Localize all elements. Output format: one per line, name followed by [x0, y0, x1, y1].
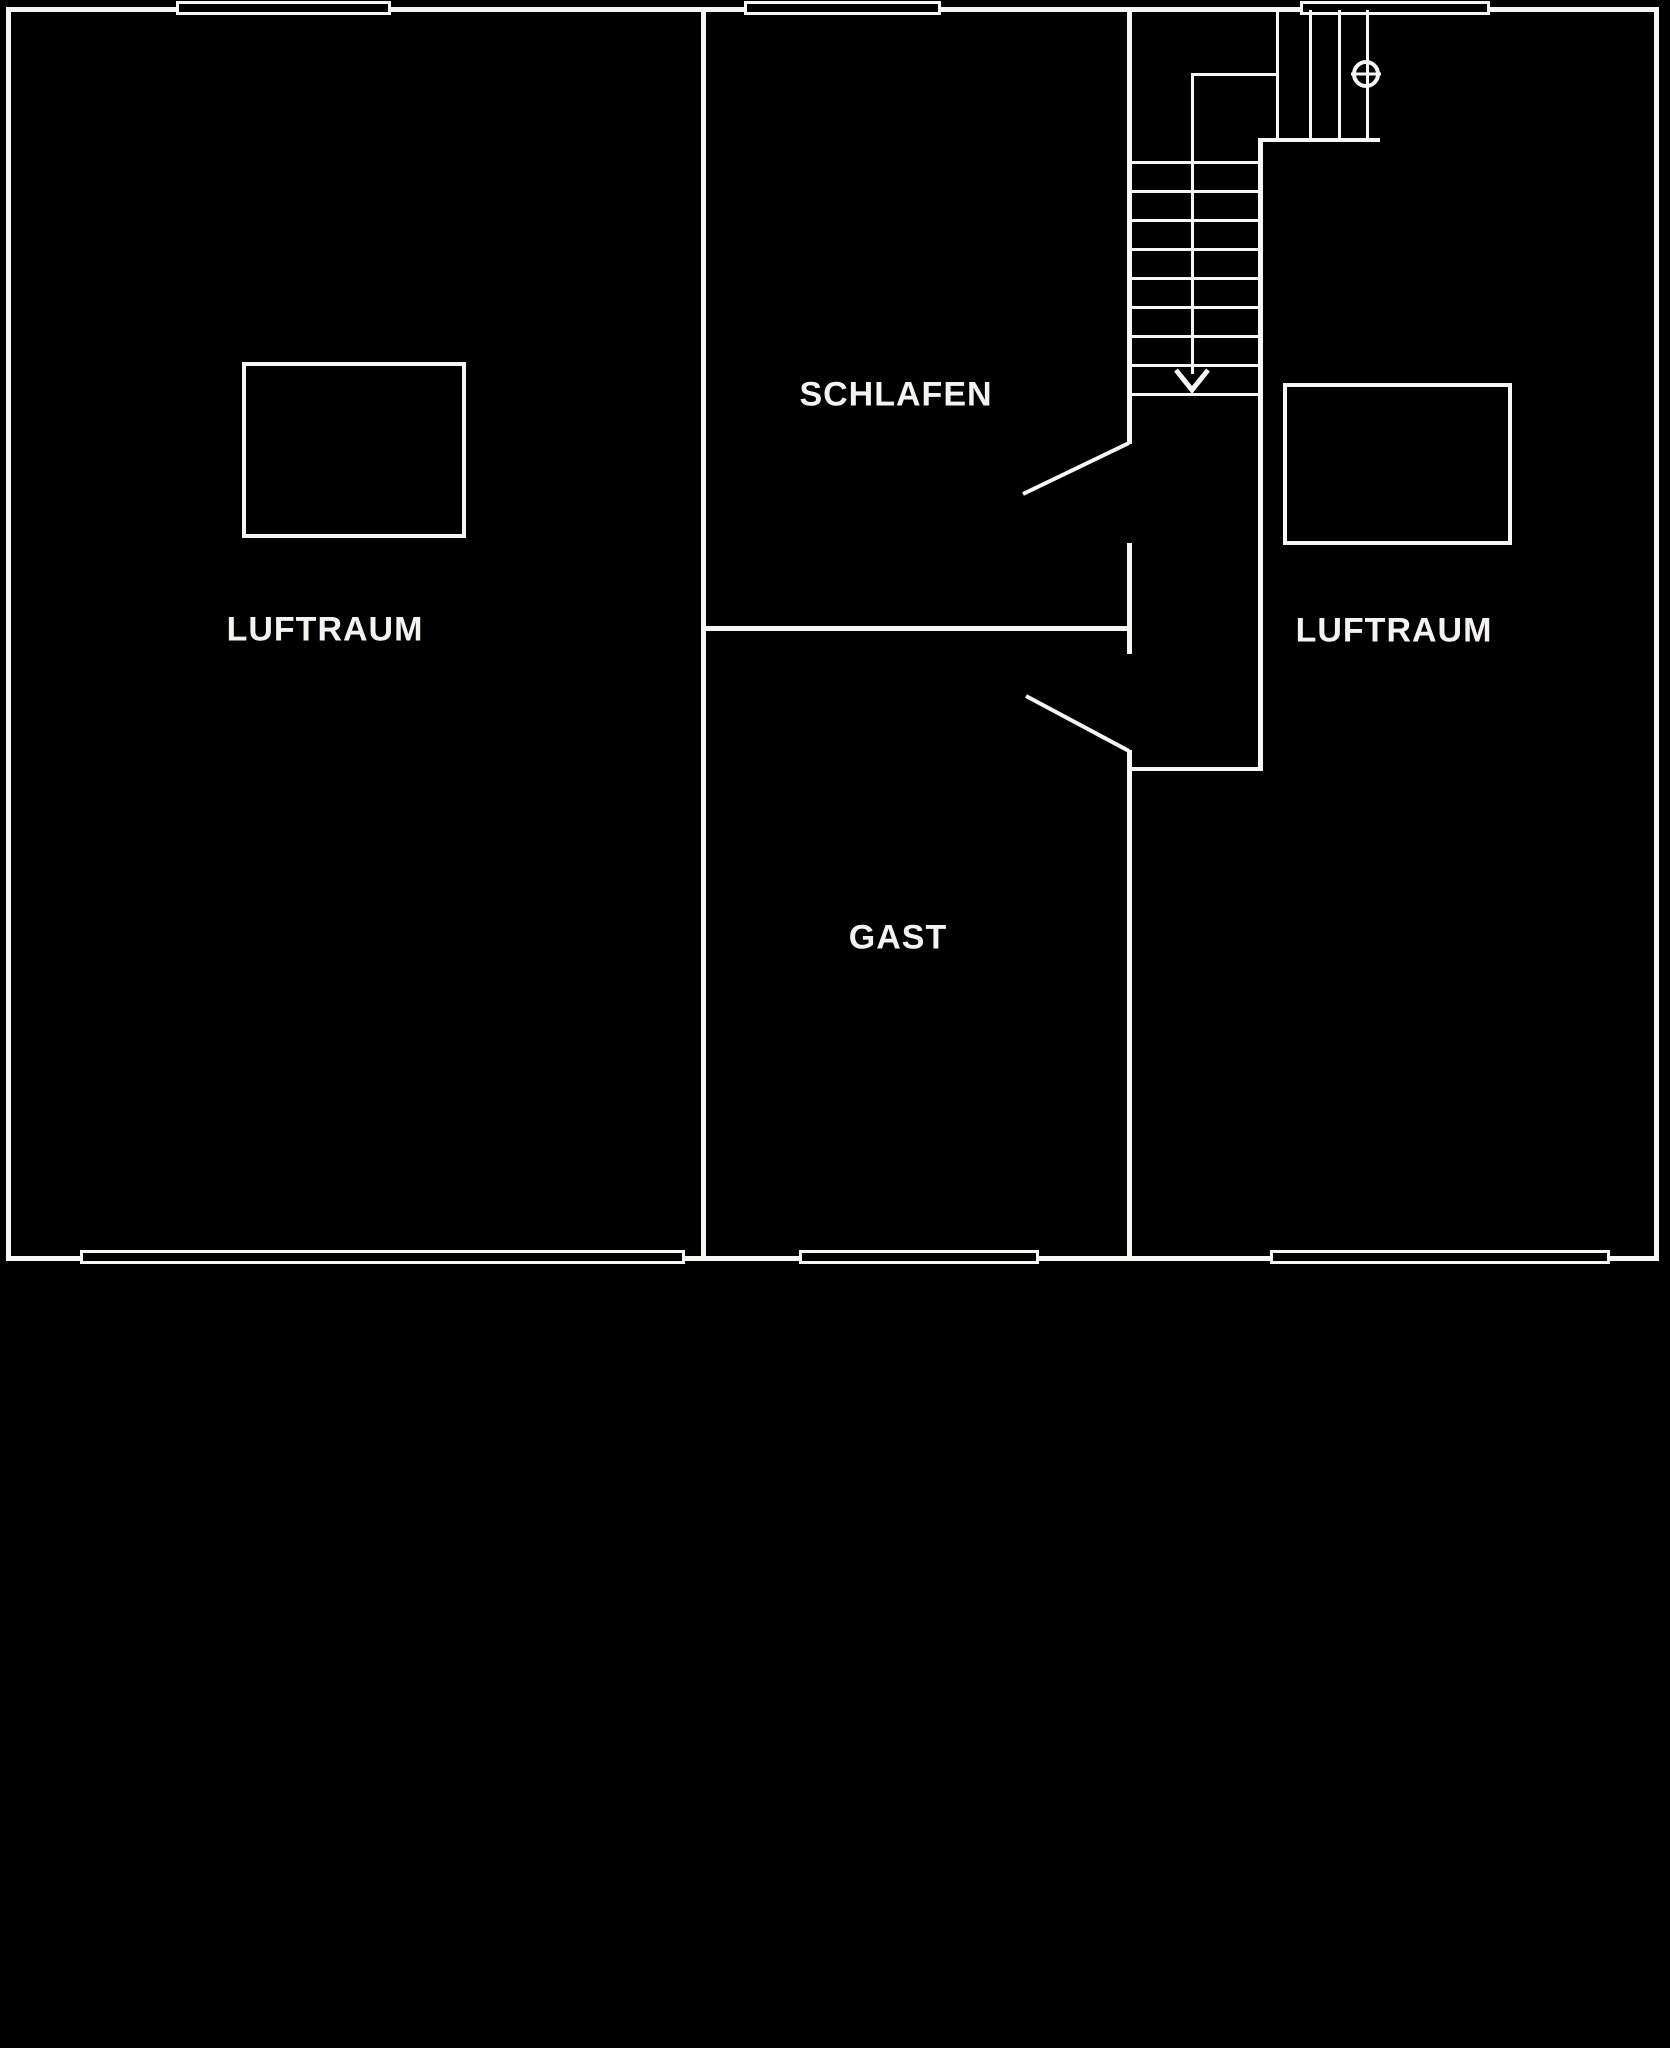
outer-wall-right	[1654, 7, 1659, 1261]
wall-winder-bottom	[1258, 138, 1380, 142]
door-leaf-gast	[1025, 694, 1130, 753]
door-leaf-schlafen	[1022, 441, 1130, 496]
wall-stair-right	[1258, 138, 1263, 771]
room-label-luftraum-left: LUFTRAUM	[226, 610, 424, 649]
room-label-gast: GAST	[848, 918, 948, 957]
room-label-luftraum-right: LUFTRAUM	[1295, 611, 1493, 650]
room-label-schlafen: SCHLAFEN	[799, 375, 993, 414]
winder-tread-divider	[1338, 10, 1341, 140]
stair-tread	[1129, 393, 1258, 396]
winder-tread-divider	[1309, 10, 1312, 140]
window-bottom-middle	[799, 1250, 1039, 1264]
window-top-right	[1300, 1, 1490, 15]
stair-down-arrow-icon	[1174, 368, 1210, 395]
wall-stair-bottom	[1127, 767, 1263, 771]
wall-luftraum-divider	[701, 7, 706, 1261]
window-bottom-left	[80, 1250, 685, 1264]
window-top-middle	[744, 1, 941, 15]
winder-tread-divider	[1276, 10, 1279, 140]
skylight-right-luftraum	[1283, 383, 1512, 545]
wall-stair-left-upper	[1127, 7, 1132, 444]
window-top-left	[176, 1, 391, 15]
stair-walkline-vertical	[1191, 74, 1194, 374]
window-bottom-right	[1270, 1250, 1610, 1264]
stair-walkline-horizontal	[1191, 73, 1276, 76]
wall-schlafen-gast	[701, 626, 1130, 631]
wall-stair-left-middle	[1127, 543, 1132, 654]
skylight-left-luftraum	[242, 362, 466, 538]
wall-stair-left-lower	[1127, 750, 1132, 1261]
outer-wall-left	[6, 7, 11, 1261]
